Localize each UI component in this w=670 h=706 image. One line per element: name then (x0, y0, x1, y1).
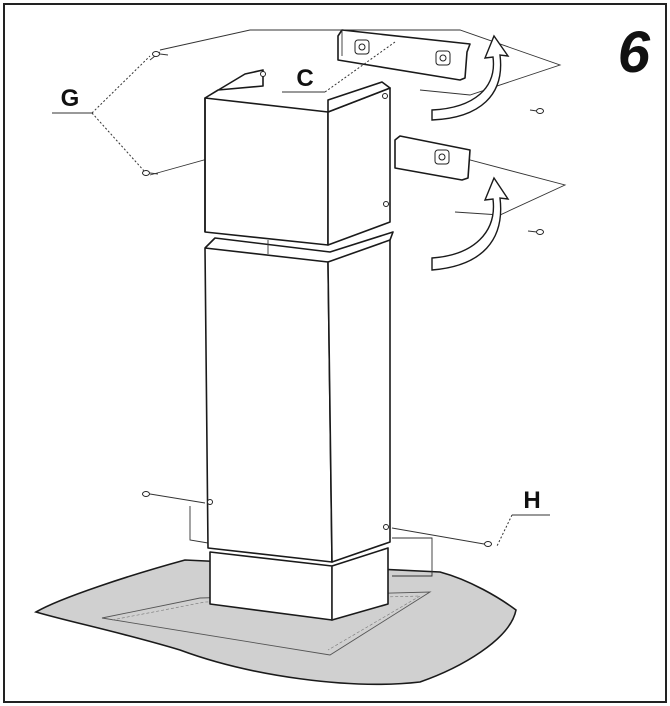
upper-bracket (337, 29, 471, 81)
page-frame (3, 3, 667, 703)
lower-fixing-bracket (189, 506, 433, 577)
label-leaders (52, 41, 550, 547)
screw-icon (142, 491, 206, 504)
chimney-base-stub (209, 547, 389, 621)
step-number: 6 (618, 20, 651, 85)
label-g: G (61, 85, 80, 112)
screw-icon (527, 229, 544, 235)
upper-chimney (204, 69, 391, 246)
screw-icon (391, 527, 492, 547)
label-h: H (523, 487, 540, 514)
lower-chimney (204, 231, 394, 563)
screw-icon (142, 170, 159, 176)
hood-canopy (33, 559, 517, 686)
screw-icon (529, 108, 544, 114)
lower-bracket (394, 135, 471, 181)
screw-icon (152, 51, 169, 57)
label-c: C (296, 65, 313, 92)
arrow-upper (431, 34, 510, 121)
arrow-lower (431, 176, 510, 271)
